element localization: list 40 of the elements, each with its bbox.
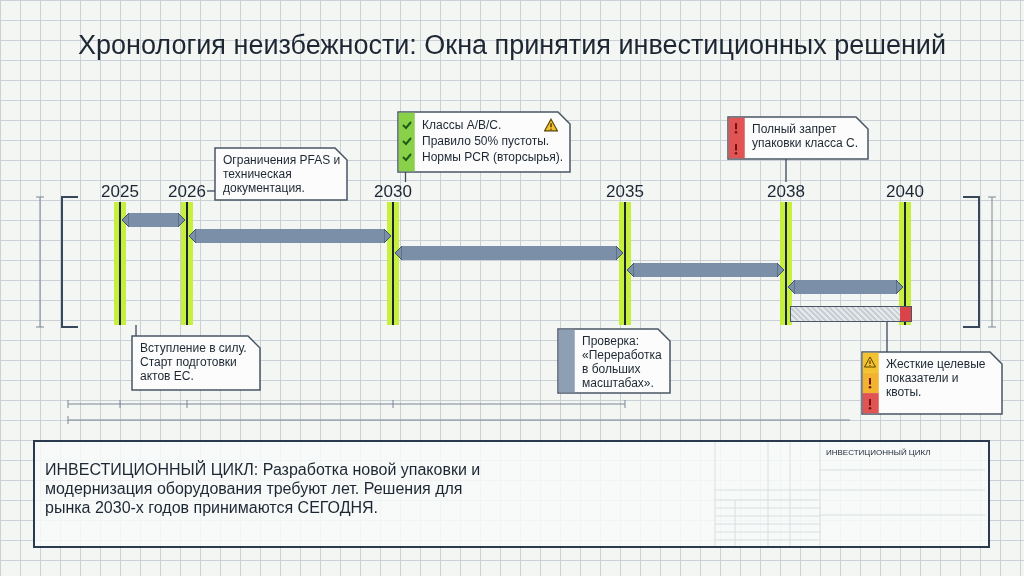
year-marker <box>100 182 140 325</box>
leader-line <box>785 158 787 183</box>
leader-line <box>135 324 137 337</box>
year-label: 2026 <box>167 182 207 202</box>
year-marker <box>766 182 806 325</box>
callout-box <box>558 329 670 393</box>
leader-line <box>886 321 888 353</box>
timeline-bar <box>188 228 392 244</box>
callout-text: Полный запрет упаковки класса С. <box>752 122 859 150</box>
year-marker <box>373 182 413 325</box>
note-panel <box>33 440 990 548</box>
title-block-heading: ИНВЕСТИЦИОННЫЙ ЦИКЛ <box>826 448 931 457</box>
callout-box <box>215 148 347 200</box>
timeline-bar <box>394 245 624 261</box>
callout-text: Проверка: «Переработка в больших масштабах». <box>582 334 663 390</box>
callout-box <box>728 117 868 159</box>
checklist-item: Правило 50% пустоты. <box>422 134 550 148</box>
year-marker <box>167 182 207 325</box>
hatched-bar <box>790 306 912 322</box>
callout-text: Жесткие целевые показатели и квоты. <box>886 357 987 399</box>
callout-text: Ограничения PFAS и техническая документация. <box>223 153 341 195</box>
year-label: 2030 <box>373 182 413 202</box>
checklist-item: Нормы PCR (вторсырья). <box>422 150 564 164</box>
year-label: 2035 <box>605 182 645 202</box>
year-label: 2025 <box>100 182 140 202</box>
timeline-bar <box>787 279 904 295</box>
callout-box <box>398 112 570 172</box>
year-label: 2040 <box>885 182 925 202</box>
leader-line <box>404 171 407 183</box>
title: Хронология неизбежности: Окна принятия инвестиционных решений <box>76 30 947 61</box>
callout-text: Вступление в силу. Старт подготовки актов ЕС. <box>140 341 248 383</box>
timeline-bar <box>121 212 186 228</box>
year-marker <box>605 182 645 325</box>
timeline-bar <box>626 262 785 278</box>
callout-box <box>132 336 260 390</box>
leader-line <box>206 190 216 192</box>
callout-box <box>862 352 1002 414</box>
year-label: 2038 <box>766 182 806 202</box>
note-text: ИНВЕСТИЦИОННЫЙ ЦИКЛ: Разработка новой упаковки и модернизация оборудования требуют лет. Решения для рынка 2030-х годов принимаются СЕГОДНЯ. <box>45 460 482 517</box>
checklist-item: Классы A/B/C. <box>422 118 502 132</box>
